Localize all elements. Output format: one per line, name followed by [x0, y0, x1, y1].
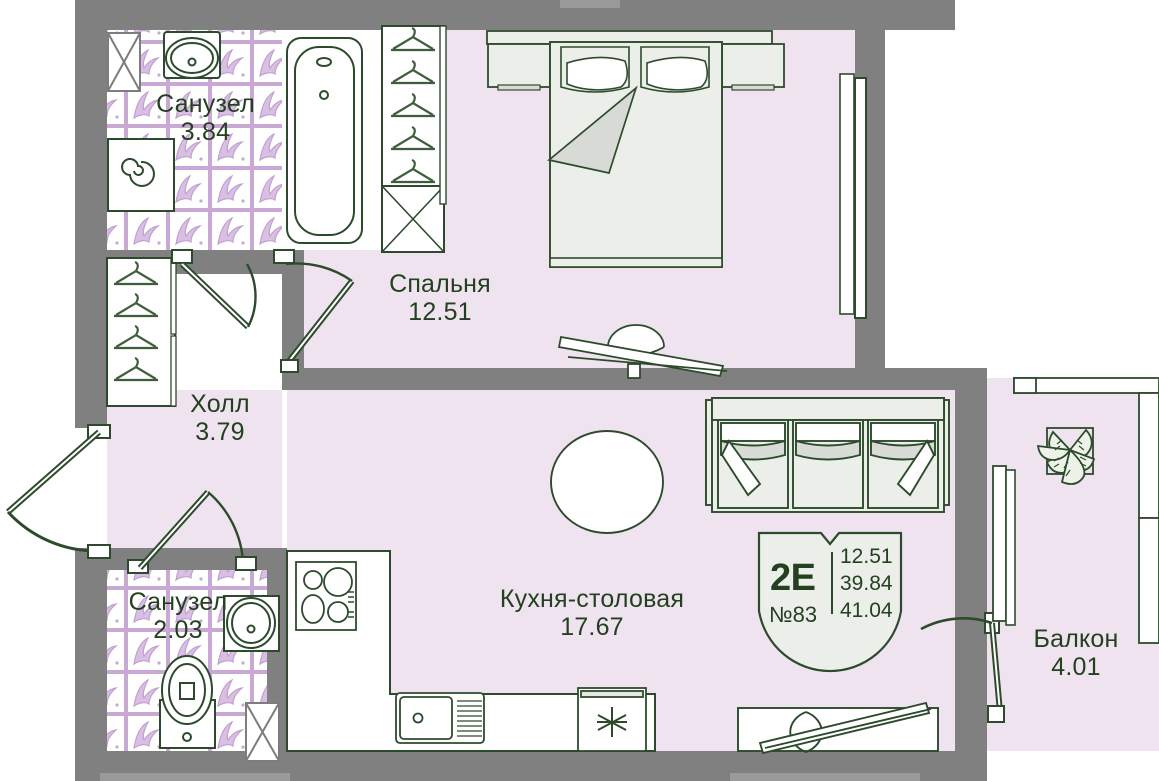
bathroom-main-fixtures	[107, 31, 363, 244]
tv-console-icon	[557, 324, 728, 379]
stove-icon	[295, 561, 357, 631]
cooktop-icon	[577, 687, 647, 752]
plant-icon	[1036, 427, 1096, 485]
sink-icon	[223, 595, 280, 652]
plan-edge-markers	[100, 773, 920, 781]
bedroom-furniture	[486, 30, 785, 379]
doors	[6, 249, 1005, 723]
door-swing-entrance	[6, 424, 111, 559]
badge-apartment-code: 2E	[770, 557, 816, 599]
kitchen-sink-icon	[395, 692, 485, 744]
kitchen-furniture	[286, 550, 656, 752]
room-label-bathroom-main: Санузел 3.84	[156, 90, 255, 146]
nightstand-icon	[487, 43, 551, 91]
bed-icon	[547, 41, 723, 268]
dining-set	[550, 430, 664, 534]
door-swing-bathroom-main	[171, 249, 257, 330]
apartment-badge[interactable]	[757, 531, 903, 673]
room-label-balcony: Балкон 4.01	[1033, 625, 1119, 681]
sofa-icon	[705, 397, 950, 513]
washing-machine-icon	[107, 138, 175, 212]
toilet-icon	[159, 655, 216, 749]
riser-shaft-icon	[107, 32, 141, 92]
riser-shaft-icon	[245, 702, 280, 762]
bathtub-icon	[286, 37, 363, 244]
window-icon	[992, 465, 1016, 626]
balcony-elements	[992, 377, 1159, 644]
room-label-bathroom-wc: Санузел 2.03	[128, 588, 228, 644]
dining-table-icon	[550, 430, 664, 534]
radiator-icon	[737, 701, 939, 755]
window-icon	[839, 73, 867, 319]
door-swing-wc	[127, 489, 257, 574]
wardrobe-hangers-icon	[381, 25, 447, 253]
nightstand-icon	[721, 43, 785, 91]
room-label-bedroom: Спальня 12.51	[389, 270, 491, 326]
wc-fixtures	[159, 595, 280, 762]
door-swing-balcony	[920, 612, 1005, 723]
badge-area-living: 12.51	[840, 545, 893, 568]
hall-floor	[107, 390, 282, 548]
door-swing-bedroom	[273, 249, 355, 373]
badge-apartment-number: №83	[769, 602, 818, 627]
sink-icon	[163, 31, 221, 79]
badge-area-with-balcony: 41.04	[840, 599, 893, 622]
badge-area-total: 39.84	[840, 572, 893, 595]
hall-wardrobe-hangers-icon	[106, 257, 177, 407]
room-label-hall: Холл 3.79	[190, 390, 250, 446]
room-label-kitchen: Кухня-столовая 17.67	[499, 585, 685, 641]
